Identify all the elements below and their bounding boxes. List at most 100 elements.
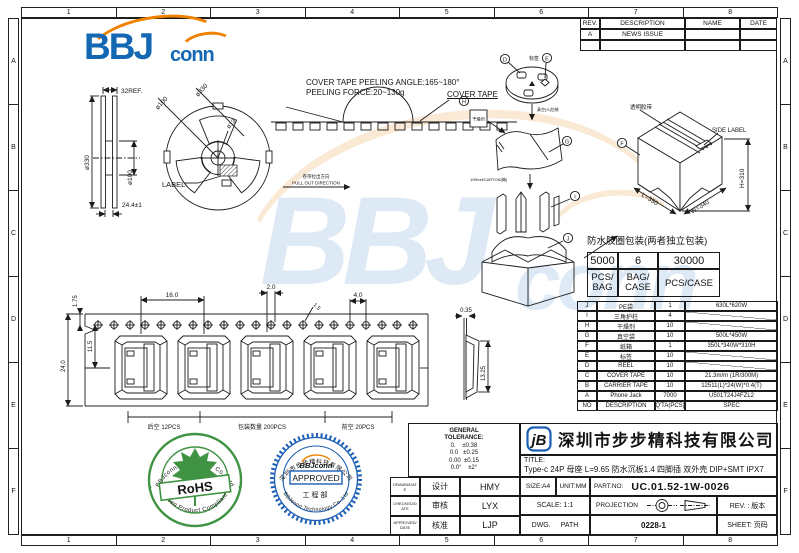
shipping-case: F 透明胶带 SIDE LABEL H=310 L=350 W=340 [616,103,751,216]
ruler-number: 2 [115,8,211,17]
ruler-letter: D [9,276,18,362]
ref-circle-e: E [545,57,549,63]
revision-table: REV. DESCRIPTION NAME DATE A NEWS ISSUE [580,18,777,51]
qty-unit: PCS/BAG [587,269,618,297]
quantity-table: 5000 6 30000 PCS/BAG BAG/CASE PCS/CASE [587,252,720,297]
sign-name: LYX [460,496,520,516]
parts-no: I [577,311,597,321]
ref-circle-f: F [620,142,624,148]
qty-unit: BAG/CASE [618,269,658,297]
peel-diagram: 卷带拉出方向 PULL OUT DIRECTION [271,86,517,190]
size-cell: SIZE:A4 [520,477,556,496]
parts-qty: 10 [655,331,685,341]
parts-no: E [577,351,597,361]
rev-cell [600,40,685,51]
sign-cn-label: 核准 [420,515,460,535]
ruler-number: 7 [588,536,683,545]
dwg-no-cell: 0228-1 [590,515,717,535]
tolerance-title: GENERAL [449,427,479,434]
parts-spec [685,351,778,361]
ref-circle-d: D [503,58,507,64]
ruler-right: A B C D E F [780,18,791,535]
parts-spec: 500L*450W [685,331,778,341]
reel-front-view: ø100 ø330 ø13 LABEL [154,82,273,211]
parts-qty: 7000 [655,391,685,401]
parts-desc: PE袋 [597,301,655,311]
projection-symbol-icon [647,499,710,512]
qty-unit-line: BAG [592,282,613,293]
parts-spec: U501T24J4FZL2 [685,391,778,401]
ruler-number: 4 [304,536,400,545]
rev-cell [685,29,740,40]
reel-label-patch [219,164,238,177]
ruler-number: 8 [682,536,778,545]
dim-text: 24.4±1 [122,202,142,209]
unit-cell: UNIT:MM [556,477,590,496]
qty-unit-line: PCS/ [591,272,614,284]
parts-header: SPEC [685,401,778,411]
dim-text: ø330 [84,155,91,170]
ruler-letter: F [9,448,18,534]
tolerance-row: 0.0° ±2° [450,465,478,471]
approved-dept-text: 工程部 [303,490,330,499]
parts-desc: 标签 [597,351,655,361]
parts-qty: 10 [655,351,685,361]
ruler-letter: B [9,104,18,190]
cover-tape-label: COVER TAPE [447,90,498,99]
tolerance-row: 0.0 ±0.25 [449,450,479,456]
qty-unit: PCS/CASE [658,269,720,297]
dim-text: 13.25 [481,365,487,381]
parts-spec: 350L*340W*310H [685,341,778,351]
qty-unit-line: CASE [625,282,651,293]
parts-spec [685,321,778,331]
title-row-3: DWG. PATH 0228-1 SHEET: 页码 [520,515,778,535]
dim-text: 11.5 [88,340,94,352]
rev-header: NAME [685,18,740,29]
sign-en-label: CHECKED/DATE [390,496,420,516]
sign-name: LJP [460,515,520,535]
dim-text: 1.75 [73,295,79,307]
qty-value: 6 [618,252,658,269]
parts-qty: 1 [655,341,685,351]
ruler-letter: E [781,362,790,448]
title-text: Type-c 24P 母座 L=9.65 防水沉板1.4 四脚插 双外壳 DIP… [524,465,764,475]
ruler-letter: B [781,104,790,190]
flow-note-vacuum: 真空(G)包装 [537,106,559,112]
ruler-number: 1 [66,9,71,16]
qty-value: 5000 [587,252,618,269]
tag-label: 标签 [529,55,539,62]
rev-cell: REV. : 版本 [717,496,778,515]
parts-desc: 纸箱 [597,341,655,351]
sign-en-label: DRAWN/DATE [390,477,420,497]
carrier-tape-drawing: 1.75 16.0 2.0 4.0 1.5 11.5 24.0 0.35 13.… [61,284,491,431]
tolerance-row: 0.00 ±0.15 [449,457,479,464]
approved-box-text: APPROVED [292,473,339,483]
dim-text: ø330 [194,82,209,98]
ruler-letter: C [781,190,790,276]
parts-no: A [577,391,597,401]
rev-cell [685,40,740,51]
parts-spec: 21.3m/m (1R/300M) [685,371,778,381]
ruler-number: 8 [682,8,778,17]
ref-circle-i: I [574,195,576,201]
ruler-letter: A [11,58,16,65]
parts-qty: 10 [655,371,685,381]
ruler-letter: D [781,276,790,362]
dim-text: H=310 [739,168,746,188]
rohs-banner-text: RoHS [177,478,214,497]
company-name: 深圳市步步精科技有限公司 [558,431,774,450]
ruler-letter: A [783,58,788,65]
tolerance-row: 0. ±0.38 [450,442,478,449]
logo-text-main: BBJ [84,26,154,67]
parts-no: C [577,371,597,381]
dwg-cell: DWG. PATH [520,515,590,535]
parts-no: H [577,321,597,331]
ref-circle-g: G [565,140,569,146]
dim-text: 0.35 [460,308,472,314]
parts-desc: 干燥剂 [597,321,655,331]
rev-cell: NEWS ISSUE [600,29,685,40]
logo-text-sub: conn [170,44,215,66]
ruler-number: 3 [210,8,305,17]
company-header: jB 深圳市步步精科技有限公司 [520,423,778,455]
parts-desc: COVER TAPE [597,371,655,381]
